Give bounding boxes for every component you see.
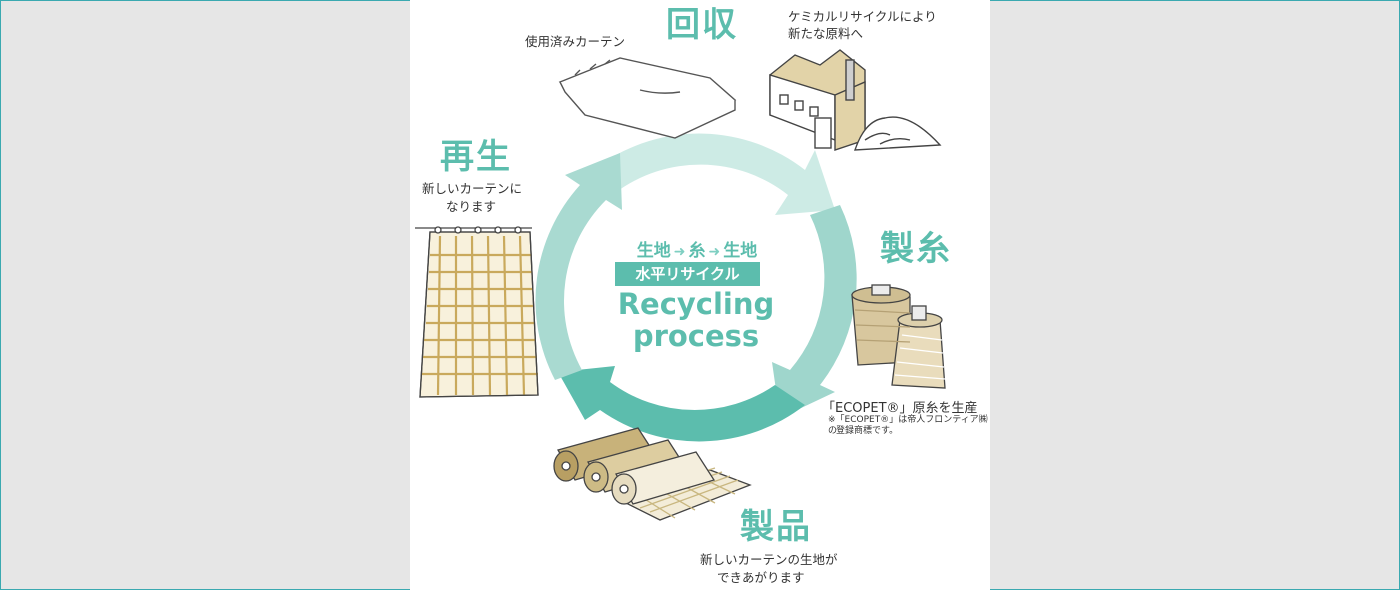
ring-arrow-top	[600, 133, 835, 215]
folded-curtain-icon	[558, 57, 737, 139]
caption-new-curtain-1: 新しいカーテンに	[422, 181, 523, 196]
fabric-roll-icon	[553, 427, 752, 521]
caption-chemical-recycle-1: ケミカルリサイクルにより	[788, 9, 937, 24]
note-trademark-1: ※「ECOPET®」は帝人フロンティア㈱の	[828, 415, 988, 436]
center-flow: 生地➜糸➜生地	[612, 236, 782, 261]
cycle-ring	[535, 133, 857, 442]
flow-fabric-b: 生地	[723, 241, 758, 261]
title-line-2: process	[632, 319, 760, 353]
ring-arrow-right	[772, 205, 857, 418]
note-trademark-2: 登録商標です。	[836, 426, 899, 436]
flow-fabric-a: 生地	[636, 241, 671, 261]
stage-title-collect: 回収	[666, 5, 738, 45]
flow-arrow-icon: ➜	[673, 244, 686, 260]
caption-chemical-recycle-2: 新たな原料へ	[788, 26, 864, 41]
flow-thread: 糸	[688, 241, 706, 261]
hanging-curtain-icon	[415, 226, 539, 398]
stage-title-spinning: 製糸	[880, 229, 952, 269]
stage-title-regen: 再生	[440, 137, 512, 177]
stage-title-product: 製品	[740, 507, 812, 547]
recycling-process-title: Recycling process	[596, 288, 796, 352]
horizontal-recycle-badge: 水平リサイクル	[615, 262, 760, 286]
recycling-diagram: 回収 使用済みカーテン ケミカルリサイクルにより 新たな原料へ 製糸 「ECOP…	[410, 0, 990, 590]
flow-arrow-icon: ➜	[708, 244, 721, 260]
caption-new-curtain-2: なります	[446, 199, 497, 214]
diagram-graphics	[415, 49, 946, 521]
caption-used-curtain: 使用済みカーテン	[525, 34, 626, 49]
ring-arrow-bottom	[558, 366, 805, 442]
factory-icon	[769, 49, 942, 151]
caption-new-fabric-1: 新しいカーテンの生地が	[700, 552, 838, 567]
title-line-1: Recycling	[617, 287, 775, 321]
ring-arrow-left	[535, 153, 622, 380]
thread-spool-icon	[851, 284, 946, 389]
caption-new-fabric-2: できあがります	[717, 570, 805, 585]
caption-ecopet: 「ECOPET®」原糸を生産	[822, 401, 978, 416]
